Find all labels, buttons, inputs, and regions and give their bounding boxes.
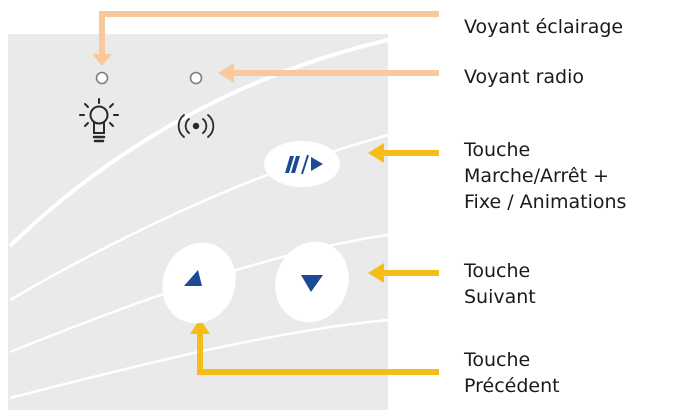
callout-previous-line-1: Touche	[464, 349, 531, 371]
triangle-up-icon	[184, 270, 202, 286]
previous-button[interactable]	[150, 231, 247, 334]
leader-arrow-lighting	[92, 54, 112, 66]
lighting-led	[95, 71, 109, 85]
leader-line-lighting	[99, 11, 439, 56]
callout-next-button: Touche Suivant	[464, 258, 536, 310]
triangle-down-icon	[301, 275, 323, 292]
pause-play-icon	[285, 154, 323, 175]
radio-waves-icon	[177, 114, 215, 138]
callout-lighting-indicator: Voyant éclairage	[464, 14, 623, 40]
callout-power-line-2: Marche/Arrêt +	[464, 165, 609, 187]
leader-arrow-power	[368, 143, 384, 163]
lightbulb-icon	[79, 98, 119, 143]
callout-power-button: Touche Marche/Arrêt + Fixe / Animations	[464, 137, 626, 215]
callout-previous-line-2: Précédent	[464, 375, 560, 397]
callout-power-line-3: Fixe / Animations	[464, 191, 627, 213]
callout-radio-indicator: Voyant radio	[464, 64, 584, 90]
radio-led	[189, 71, 203, 85]
callout-lighting-text: Voyant éclairage	[464, 16, 624, 38]
leader-line-previous	[197, 334, 439, 375]
callout-radio-text: Voyant radio	[464, 66, 584, 88]
callout-power-line-1: Touche	[464, 139, 531, 161]
callout-next-line-2: Suivant	[464, 286, 536, 308]
next-button[interactable]	[263, 230, 360, 333]
callout-previous-button: Touche Précédent	[464, 347, 560, 399]
callout-next-line-1: Touche	[464, 260, 531, 282]
leader-arrow-previous	[190, 319, 210, 334]
leader-arrow-radio	[218, 63, 234, 83]
leader-arrow-next	[368, 263, 384, 283]
play-pause-button[interactable]	[264, 141, 340, 187]
